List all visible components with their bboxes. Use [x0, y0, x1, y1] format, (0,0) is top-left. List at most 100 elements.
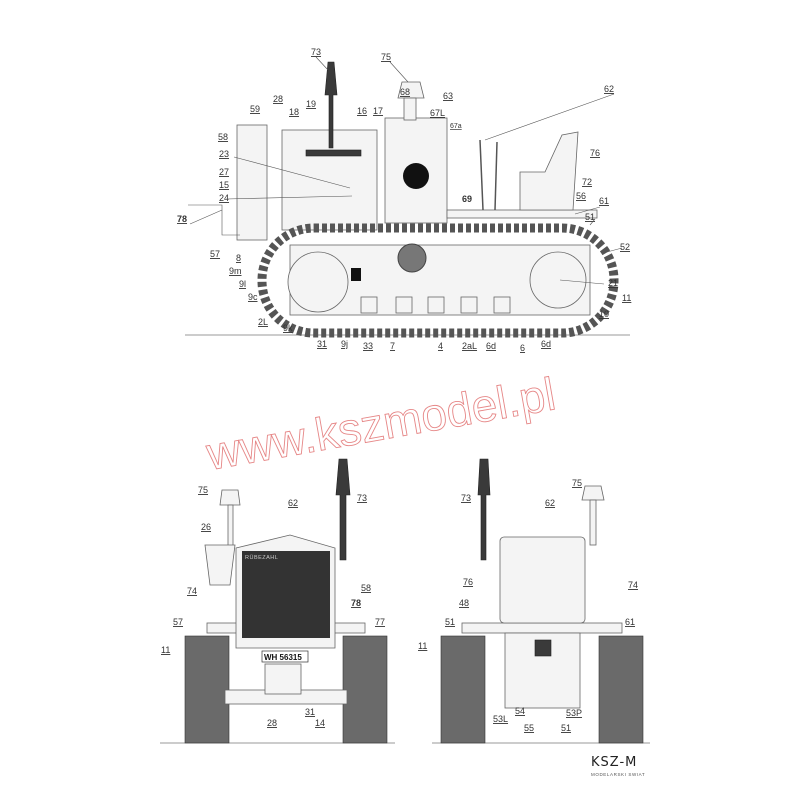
part-label: 75 — [198, 485, 208, 495]
part-label: 75 — [572, 478, 582, 488]
part-label: 73 — [311, 47, 321, 57]
right-track — [598, 635, 644, 744]
front-view-labels: 75 62 73 26 74 58 78 57 77 11 31 28 14 — [161, 485, 385, 728]
part-label: 54 — [515, 706, 525, 716]
air-cleaner-pipe — [227, 504, 234, 551]
part-label: 67a — [450, 123, 462, 130]
front-weight — [264, 663, 302, 695]
part-label: 28 — [273, 94, 283, 104]
part-label: 58 — [218, 132, 228, 142]
part-label: 76 — [463, 577, 473, 587]
watermark: www.kszmodel.pl — [202, 367, 559, 480]
exhaust-stack — [324, 61, 338, 149]
part-label: 19 — [306, 99, 316, 109]
track-chain — [257, 223, 619, 338]
part-label: 53L — [493, 714, 508, 724]
part-label: 56 — [576, 191, 586, 201]
part-label: 7 — [390, 341, 395, 351]
left-track — [184, 635, 230, 744]
part-label: 14 — [315, 718, 325, 728]
logo-subtitle: MODELARSKI SWIAT — [591, 772, 645, 777]
part-label: 24 — [219, 193, 229, 203]
part-label: 4 — [438, 341, 443, 351]
part-label: 28 — [267, 718, 277, 728]
part-label: 26 — [201, 522, 211, 532]
part-label: 62 — [288, 498, 298, 508]
lever — [494, 141, 498, 211]
part-label: 58 — [361, 583, 371, 593]
part-label: 9l — [239, 279, 246, 289]
exhaust-stack — [477, 458, 491, 561]
side-view — [185, 61, 630, 338]
part-label: 73 — [461, 493, 471, 503]
box-marker — [351, 268, 361, 281]
part-label: 67L — [430, 108, 445, 118]
part-label: 6d — [541, 339, 551, 349]
part-label: 48 — [459, 598, 469, 608]
part-label: 18 — [289, 107, 299, 117]
part-label: 74 — [628, 580, 638, 590]
part-label: 77 — [375, 617, 385, 627]
part-label: 11 — [418, 641, 427, 651]
exhaust-stack — [335, 458, 351, 561]
air-cleaner-cap — [581, 485, 605, 501]
part-label: 63 — [443, 91, 453, 101]
part-label: 9m — [229, 266, 242, 276]
part-label: 73 — [357, 493, 367, 503]
front-view: RÜBEZAHL WH 56315 — [160, 458, 395, 744]
rear-platform — [461, 622, 623, 634]
part-label: 76 — [590, 148, 600, 158]
seat-back — [499, 536, 586, 624]
part-label: 78 — [351, 598, 361, 608]
part-label: 9k — [283, 323, 293, 333]
part-label: 31 — [317, 339, 327, 349]
part-label: 2aL — [462, 341, 477, 351]
part-label: 57 — [210, 249, 220, 259]
left-track — [440, 635, 486, 744]
right-track — [342, 635, 388, 744]
license-plate — [261, 650, 309, 663]
part-label: 33 — [363, 341, 373, 351]
part-label: 9j — [341, 339, 348, 349]
part-label: 27 — [219, 167, 229, 177]
part-label: 2L — [258, 317, 268, 327]
part-label: 51 — [445, 617, 455, 627]
fuel-tank — [204, 544, 236, 586]
side-view-labels: 73 75 62 68 63 67L 67a 59 28 18 19 16 17… — [177, 47, 631, 353]
part-label: 61 — [625, 617, 635, 627]
part-label: 74 — [187, 586, 197, 596]
bogie-wheels — [360, 296, 511, 314]
part-label: 57 — [173, 617, 183, 627]
license-plate-number: WH 56315 — [264, 653, 302, 662]
manifold — [305, 149, 362, 157]
part-label: 8 — [236, 253, 241, 263]
part-label: 10 — [599, 309, 609, 319]
part-label: 61 — [599, 196, 609, 206]
part-label: 15 — [219, 180, 229, 190]
part-label: 31 — [305, 707, 315, 717]
part-label: 6d — [486, 341, 496, 351]
part-label: 21 — [608, 278, 618, 288]
rear-view — [432, 458, 650, 744]
part-label: 51 — [585, 212, 595, 222]
part-label: 11 — [622, 293, 631, 303]
support-roller — [397, 243, 427, 273]
grille-brand: RÜBEZAHL — [245, 554, 278, 561]
housing-hole — [403, 163, 429, 189]
part-label: 55 — [524, 723, 534, 733]
ksz-m-logo: KSZ-M MODELARSKI SWIAT — [591, 755, 645, 777]
air-cleaner-pipe — [403, 97, 417, 121]
seat — [519, 131, 579, 211]
part-label: 75 — [381, 52, 391, 62]
part-label: 52 — [620, 242, 630, 252]
part-label: 17 — [373, 106, 383, 116]
logo-text: KSZ-M — [591, 755, 637, 770]
part-label: 11 — [161, 645, 170, 655]
part-label: 9c — [248, 292, 258, 302]
air-cleaner-pipe — [589, 499, 597, 546]
part-label: 62 — [545, 498, 555, 508]
part-label: 6 — [520, 343, 525, 353]
lever — [479, 139, 484, 211]
